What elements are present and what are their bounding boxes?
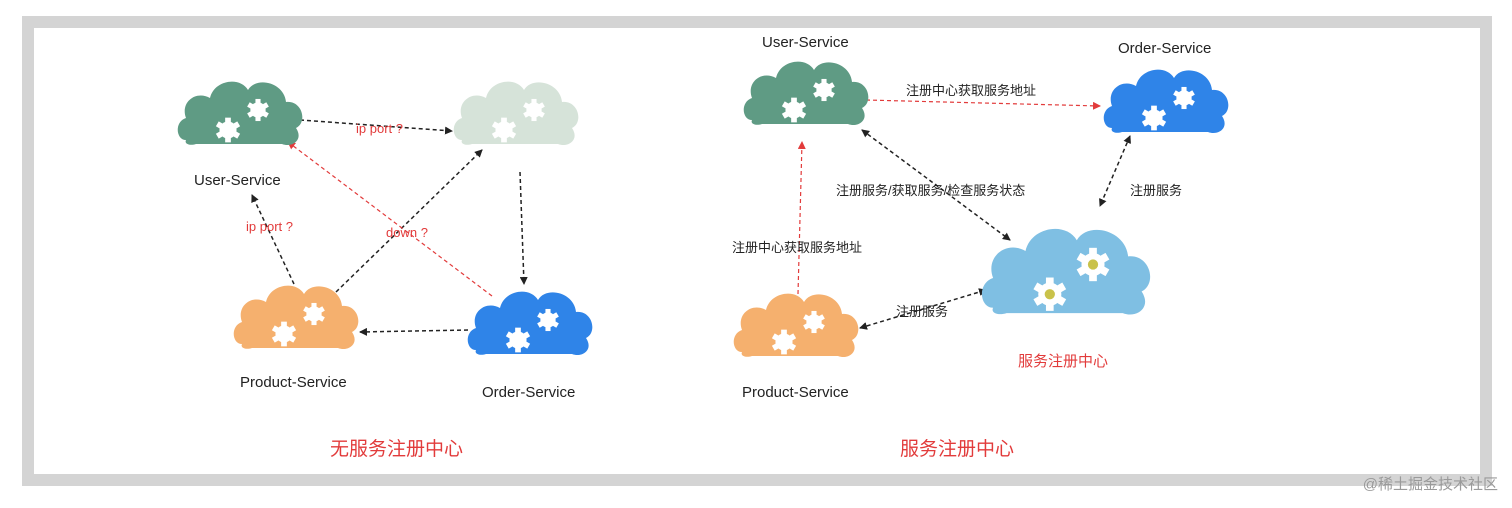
label-order-service: Order-Service [482, 384, 576, 401]
edge-product-to-user [251, 194, 295, 285]
edge-order-to-product [359, 327, 469, 336]
right-title: 服务注册中心 [900, 439, 1015, 460]
cloud-unknown-service [453, 81, 579, 146]
label-user-service-right: User-Service [762, 34, 849, 51]
cloud-user-service [177, 81, 303, 146]
edge-user-registry [861, 129, 1011, 241]
edge-label-order-registry: 注册服务 [1130, 183, 1183, 198]
edge-label-product-user: 注册中心获取服务地址 [732, 240, 863, 255]
edge-label-user-to-order: 注册中心获取服务地址 [906, 83, 1037, 98]
left-title: 无服务注册中心 [330, 439, 464, 460]
cloud-order-service [467, 291, 593, 356]
edge-label-ip-port-2: ip port ? [246, 219, 293, 234]
cloud-product-service [233, 285, 359, 350]
edge-order-to-user-down [287, 141, 493, 297]
cloud-order-service-right [1103, 69, 1229, 134]
cloud-product-service-right [733, 293, 859, 358]
cloud-registry [981, 228, 1151, 315]
edge-label-down: down ? [386, 225, 428, 240]
edge-user-to-unknown [299, 119, 453, 135]
edge-label-product-registry: 注册服务 [896, 304, 949, 319]
label-order-service-right: Order-Service [1118, 40, 1212, 57]
edge-order-registry [1099, 135, 1131, 207]
cloud-user-service-right [743, 61, 869, 126]
label-registry: 服务注册中心 [1018, 353, 1109, 370]
watermark: @稀土掘金技术社区 [1362, 476, 1498, 493]
edge-label-ip-port-1: ip port ? [356, 121, 403, 136]
label-product-service-right: Product-Service [742, 384, 849, 401]
edge-label-user-registry: 注册服务/获取服务/检查服务状态 [836, 183, 1026, 198]
edge-product-registry [859, 288, 987, 330]
edge-product-to-user [797, 141, 806, 295]
edge-product-to-unknown [335, 149, 483, 293]
edge-unknown-to-order [519, 171, 528, 285]
label-user-service: User-Service [194, 172, 281, 189]
label-product-service: Product-Service [240, 374, 347, 391]
edge-user-to-order [865, 99, 1101, 110]
